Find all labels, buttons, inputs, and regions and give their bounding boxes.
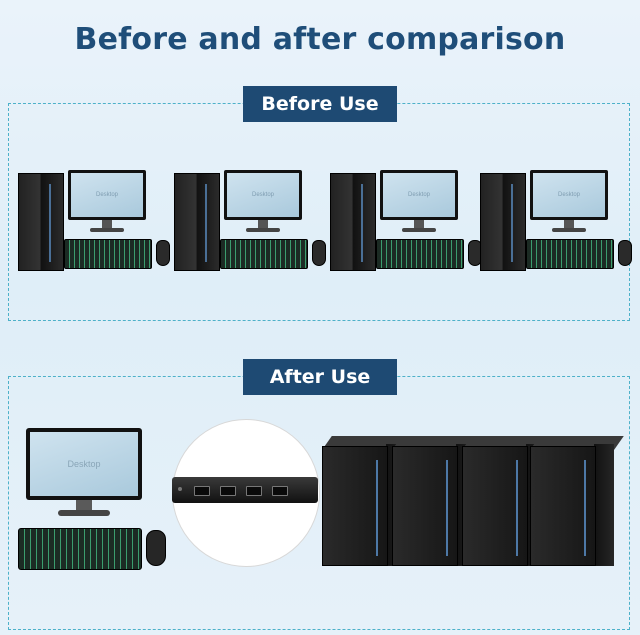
pc-tower-4	[530, 436, 624, 566]
hdmi-port-1	[194, 486, 210, 496]
mouse	[618, 240, 632, 266]
pc-tower	[330, 173, 376, 271]
keyboard	[526, 239, 614, 269]
monitor-stand-base	[402, 228, 436, 232]
monitor-stand-base	[552, 228, 586, 232]
keyboard	[376, 239, 464, 269]
monitor-stand	[102, 220, 112, 230]
hdmi-port-3	[246, 486, 262, 496]
mouse	[312, 240, 326, 266]
keyboard	[220, 239, 308, 269]
hdmi-port-4	[272, 486, 288, 496]
monitor-stand	[414, 220, 424, 230]
computer-set-4: Desktop	[480, 170, 632, 271]
computer-set-3: Desktop	[330, 170, 482, 271]
monitor-stand-base	[246, 228, 280, 232]
monitor-screen: Desktop	[71, 173, 143, 217]
monitor-stand	[564, 220, 574, 230]
page-title: Before and after comparison	[74, 22, 566, 57]
monitor-screen: Desktop	[227, 173, 299, 217]
monitor-screen: Desktop	[533, 173, 605, 217]
monitor: Desktop	[68, 170, 146, 220]
shared-monitor: Desktop	[26, 428, 142, 500]
shared-keyboard	[18, 528, 142, 570]
monitor: Desktop	[224, 170, 302, 220]
shared-monitor-base	[58, 510, 110, 516]
shared-mouse	[146, 530, 166, 566]
computer-set-1: Desktop	[18, 170, 170, 271]
hdmi-port-2	[220, 486, 236, 496]
keyboard	[64, 239, 152, 269]
monitor-screen: Desktop	[383, 173, 455, 217]
pc-tower	[480, 173, 526, 271]
shared-monitor-screen: Desktop	[30, 432, 138, 496]
switch-led	[178, 487, 182, 491]
monitor-stand-base	[90, 228, 124, 232]
pc-tower	[174, 173, 220, 271]
pc-tower	[18, 173, 64, 271]
monitor: Desktop	[530, 170, 608, 220]
monitor: Desktop	[380, 170, 458, 220]
before-use-label: Before Use	[243, 86, 397, 122]
computer-set-2: Desktop	[174, 170, 326, 271]
monitor-stand	[258, 220, 268, 230]
after-use-label: After Use	[243, 359, 397, 395]
mouse	[156, 240, 170, 266]
shared-monitor-stand	[76, 500, 92, 512]
